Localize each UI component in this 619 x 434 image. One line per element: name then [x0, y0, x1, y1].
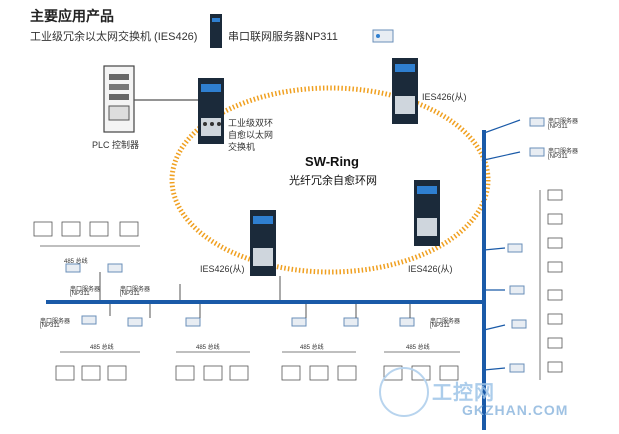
- trunk-vertical: [482, 130, 486, 430]
- main-switch-line2: 自愈以太网: [228, 130, 274, 140]
- main-switch-device: [198, 78, 224, 144]
- ring-name: SW-Ring: [305, 154, 359, 169]
- main-switch-line3: 交换机: [228, 142, 256, 152]
- header-switch-icon: [210, 14, 222, 48]
- switch-top-label: IES426(从): [422, 92, 467, 102]
- server-label: 串口服务器: [70, 287, 101, 293]
- switch-bottom-left-label: IES426(从): [200, 264, 245, 274]
- header-server-icon: [372, 29, 394, 43]
- server-label: 串口服务器: [120, 287, 151, 293]
- server-devices: [65, 117, 545, 373]
- bus-label: 485 总线: [406, 345, 430, 351]
- watermark-text: 工控网: [432, 382, 495, 404]
- field-devices-right: [539, 189, 563, 380]
- ring-switch-bottom-left: [250, 210, 276, 276]
- bus-label: 485 总线: [64, 259, 88, 265]
- field-devices-left-top: [33, 221, 140, 247]
- server-label: 串口服务器: [40, 319, 71, 325]
- field-devices-bottom: [55, 351, 460, 381]
- watermark-domain: GKZHAN.COM: [462, 402, 569, 418]
- product-server-label: 串口联网服务器NP311: [228, 31, 338, 43]
- server-model: [NP311: [548, 154, 568, 160]
- product-switch-label: 工业级冗余以太网交换机 (IES426): [30, 31, 198, 43]
- watermark-globe: [379, 367, 429, 417]
- server-label: 串口服务器: [548, 119, 579, 125]
- server-model: [NP311: [548, 124, 568, 130]
- plc-label: PLC 控制器: [92, 140, 140, 150]
- bus-label: 485 总线: [90, 345, 114, 351]
- ring-subtitle: 光纤冗余自愈环网: [289, 175, 377, 187]
- server-label: 串口服务器: [548, 149, 579, 155]
- switch-bottom-right-label: IES426(从): [408, 264, 453, 274]
- main-switch-line1: 工业级双环: [228, 118, 274, 128]
- server-model: [NP311: [70, 291, 90, 297]
- server-model: [NP311: [40, 323, 60, 329]
- fiber-ring: [169, 85, 491, 275]
- ring-switch-top: [392, 58, 418, 124]
- server-model: [NP311: [430, 323, 450, 329]
- server-label: 串口服务器: [430, 319, 461, 325]
- main-bus: [46, 300, 484, 304]
- bus-label: 485 总线: [196, 345, 220, 351]
- bus-label: 485 总线: [300, 345, 324, 351]
- page-title: 主要应用产品: [30, 8, 114, 24]
- plc-cabinet: [103, 65, 135, 133]
- server-model: [NP311: [120, 291, 140, 297]
- ring-switch-bottom-right: [414, 180, 440, 246]
